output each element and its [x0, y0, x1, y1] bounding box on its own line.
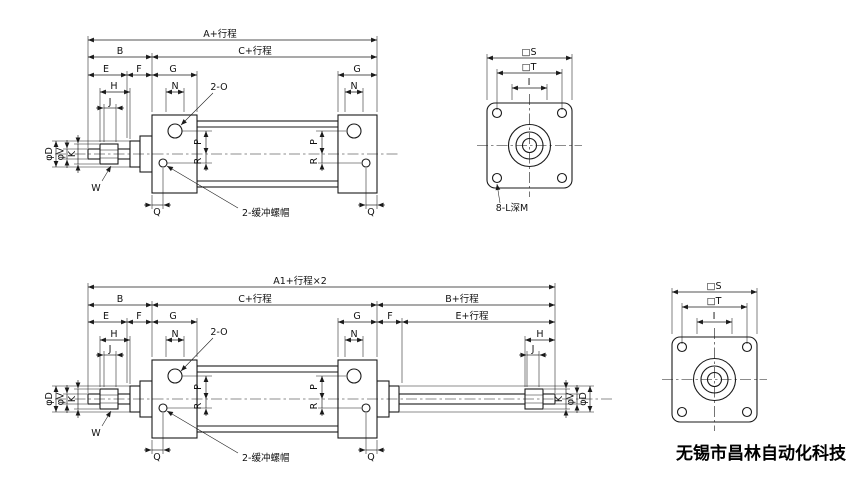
label-p-left: P	[193, 139, 204, 145]
label-square-t: □T	[522, 62, 537, 73]
label-r-right: R	[309, 157, 320, 164]
label-square-s: □S	[521, 47, 536, 58]
bolt-hole	[556, 172, 568, 184]
label-g-left: G	[169, 64, 176, 75]
label-n-left: N	[171, 81, 178, 92]
cushion-cap-right	[361, 403, 371, 413]
label-r-left: R	[193, 157, 204, 164]
label-cushion-caps: 2-缓冲螺帽	[242, 452, 289, 464]
leader-cushion	[166, 410, 239, 454]
double-rod-cylinder-side-view: A1+行程×2 B C+行程 B+行程 E F G G F E+行程 H N N…	[44, 275, 612, 464]
rod-nut-facets	[525, 394, 543, 404]
label-square-t: □T	[707, 296, 722, 307]
label-g-right: G	[353, 64, 360, 75]
label-corner-thread: 8-L深M	[496, 203, 528, 214]
label-phi-v-right: φV	[566, 392, 577, 405]
bolt-hole	[491, 172, 503, 184]
extension-lines	[671, 288, 758, 344]
crosshair-centerlines	[477, 94, 582, 197]
label-q-right: Q	[367, 207, 374, 218]
leader-cushion	[166, 165, 239, 209]
label-k: K	[67, 150, 78, 157]
label-phi-v: φV	[56, 147, 67, 160]
label-r-left: R	[193, 402, 204, 409]
label-h: H	[110, 81, 117, 92]
company-name: 无锡市昌林自动化科技	[675, 443, 847, 464]
port-circle-left	[167, 123, 183, 139]
label-h-right: H	[536, 329, 543, 340]
flange-end-view-top: □S □T I 8-L深M	[477, 47, 582, 214]
label-h-left: H	[110, 329, 117, 340]
label-e-stroke: E+行程	[456, 310, 489, 322]
label-c-stroke: C+行程	[238, 45, 272, 57]
leader-ports	[180, 337, 214, 372]
label-r-right: R	[309, 402, 320, 409]
cushion-cap-left	[158, 403, 168, 413]
extension-lines	[486, 54, 573, 110]
label-q-right: Q	[367, 452, 374, 463]
rod-nut-facets	[100, 394, 118, 404]
label-c-stroke: C+行程	[238, 293, 272, 305]
label-f-right: F	[387, 311, 392, 322]
label-k-right: K	[554, 395, 565, 402]
label-f-left: F	[136, 311, 141, 322]
label-cushion-caps: 2-缓冲螺帽	[242, 207, 289, 219]
port-circle-right	[346, 123, 362, 139]
barrel-tie-rod-lines	[197, 126, 338, 182]
bolt-hole	[676, 406, 688, 418]
cushion-cap-right	[361, 158, 371, 168]
cushion-cap-left	[158, 158, 168, 168]
label-j-left: J	[108, 344, 112, 355]
port-circle-right	[346, 368, 362, 384]
label-n-right: N	[350, 81, 357, 92]
single-rod-cylinder-side-view: A+行程 B C+行程 E F G G H N N J 2-O P R P R …	[44, 28, 398, 219]
label-k-left: K	[67, 395, 78, 402]
leader-ports	[180, 92, 214, 126]
label-q-left: Q	[153, 452, 160, 463]
label-phi-d-right: φD	[578, 392, 589, 406]
rod-nut-facets	[100, 149, 118, 159]
label-phi-v-left: φV	[56, 392, 67, 405]
leader-w	[101, 165, 112, 182]
label-w: W	[91, 183, 101, 194]
label-n-right: N	[350, 329, 357, 340]
label-ports: 2-O	[210, 82, 227, 93]
label-square-s: □S	[706, 281, 721, 292]
label-g-left: G	[169, 311, 176, 322]
bolt-hole	[741, 406, 753, 418]
label-i: I	[713, 311, 716, 322]
label-e: E	[103, 311, 109, 322]
label-ports: 2-O	[210, 327, 227, 338]
label-p-right: P	[309, 139, 320, 145]
label-w: W	[91, 428, 101, 439]
label-p-right: P	[309, 384, 320, 390]
barrel-tie-rod-lines	[197, 371, 338, 427]
leader-w	[101, 410, 112, 427]
label-b: B	[117, 46, 124, 57]
label-g-right: G	[353, 311, 360, 322]
label-b-stroke: B+行程	[445, 293, 479, 305]
label-q-left: Q	[153, 207, 160, 218]
extension-lines	[52, 283, 594, 454]
leader-thread	[495, 183, 501, 204]
label-j: J	[108, 97, 112, 108]
label-phi-d-left: φD	[44, 392, 55, 406]
label-f: F	[136, 64, 141, 75]
label-n-left: N	[171, 329, 178, 340]
label-a1-stroke: A1+行程×2	[273, 275, 327, 287]
label-i: I	[528, 77, 531, 88]
label-a-stroke: A+行程	[203, 28, 237, 40]
label-p-left: P	[193, 384, 204, 390]
extension-lines	[52, 36, 378, 209]
label-e: E	[103, 64, 109, 75]
flange-end-view-bottom: □S □T I	[662, 281, 767, 431]
port-circle-left	[167, 368, 183, 384]
crosshair-centerlines	[662, 328, 767, 431]
label-phi-d: φD	[44, 147, 55, 161]
label-b: B	[117, 294, 124, 305]
label-j-right: J	[531, 344, 535, 355]
